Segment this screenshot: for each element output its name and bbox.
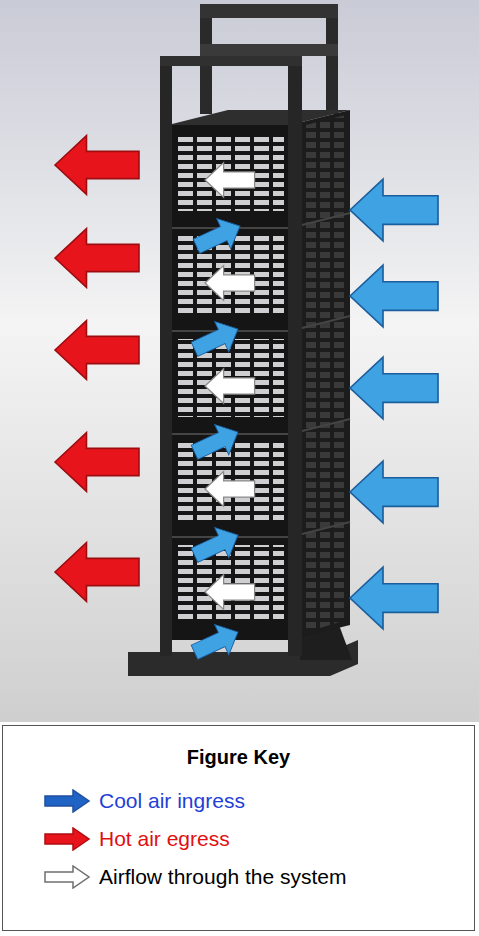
rack-post	[288, 56, 302, 656]
airflow-arrow	[205, 266, 255, 301]
intake-arrow	[187, 417, 245, 468]
intake-arrows	[187, 211, 247, 668]
front-vents	[176, 339, 284, 417]
front-vents	[176, 545, 284, 623]
ingress-arrows	[350, 179, 438, 629]
rack-post	[326, 4, 338, 114]
exhaust-arrow	[55, 433, 139, 492]
chassis-stack	[168, 110, 350, 640]
airflow-arrow	[205, 472, 255, 507]
legend-swatch	[45, 790, 89, 812]
legend-entry: Hot air egress	[43, 824, 230, 854]
legend-entry: Cool air ingress	[43, 786, 245, 816]
legend-text: Cool air ingress	[99, 789, 245, 813]
ingress-arrow	[350, 179, 438, 241]
intake-arrow	[187, 314, 245, 365]
legend-swatch	[45, 828, 89, 850]
legend-swatch-box	[43, 827, 91, 851]
exhaust-arrow	[55, 543, 139, 602]
front-vents	[176, 133, 284, 211]
legend-swatch-box	[43, 865, 91, 889]
rack-top-bar	[200, 4, 338, 18]
airflow-arrow	[205, 163, 255, 198]
ingress-arrow	[350, 567, 438, 629]
front-vents	[176, 442, 284, 520]
rack-cross-bar	[160, 56, 302, 66]
legend-text: Airflow through the system	[99, 865, 346, 889]
legend-entry: Airflow through the system	[43, 862, 346, 892]
rack-cross-bar	[200, 44, 338, 56]
ingress-arrow	[350, 265, 438, 327]
exhaust-arrow	[55, 229, 139, 288]
legend-swatch-box	[43, 789, 91, 813]
airflow-arrow	[205, 369, 255, 404]
exhaust-arrow	[55, 136, 139, 195]
exhaust-arrows	[55, 136, 139, 602]
legend-text: Hot air egress	[99, 827, 230, 851]
legend-title: Figure Key	[3, 746, 474, 769]
exhaust-arrow	[55, 321, 139, 380]
airflow-arrow	[205, 575, 255, 610]
chassis-front	[168, 125, 290, 640]
rack-illustration	[0, 0, 479, 722]
legend-swatch	[45, 866, 89, 888]
background	[0, 0, 479, 722]
ingress-arrow	[350, 461, 438, 523]
rack-post	[160, 56, 172, 656]
intake-arrow	[187, 520, 245, 571]
legend-box: Figure KeyCool air ingressHot air egress…	[2, 725, 475, 931]
ingress-arrow	[350, 357, 438, 419]
intake-arrow	[187, 617, 245, 668]
intake-arrow	[189, 211, 247, 262]
